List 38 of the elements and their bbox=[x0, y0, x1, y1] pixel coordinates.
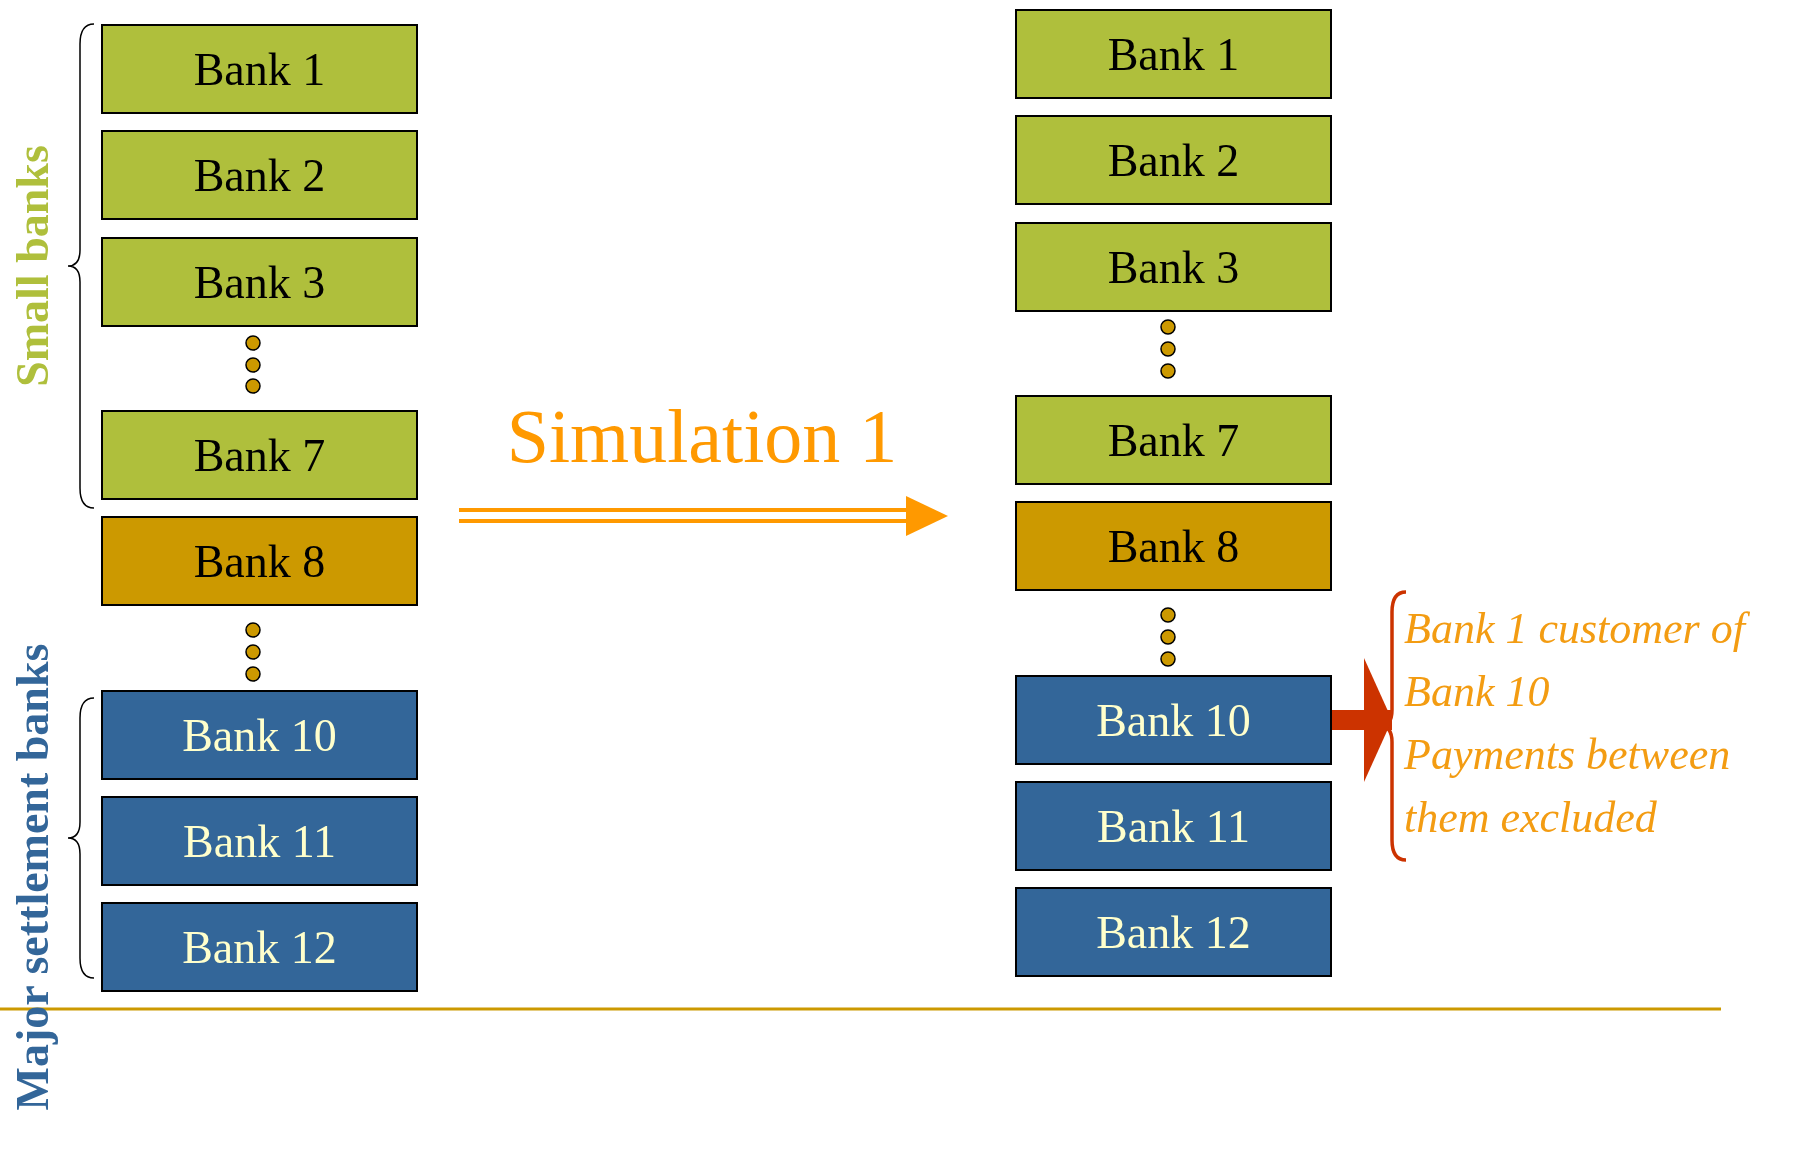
bank-name: Bank 2 bbox=[1107, 133, 1240, 187]
transition-label: Simulation 1 bbox=[506, 392, 898, 480]
bank-box bbox=[101, 410, 418, 500]
bank-box bbox=[1015, 222, 1332, 312]
bank-name: Bank 3 bbox=[1107, 240, 1240, 294]
bank-name: Bank 1 bbox=[1107, 27, 1240, 81]
bank-box bbox=[1015, 675, 1332, 765]
note-text: Bank 1 customer of Bank 10 bbox=[1404, 597, 1776, 723]
bank-name: Bank 10 bbox=[1096, 693, 1251, 747]
bank-name: Bank 8 bbox=[193, 534, 326, 588]
bank-name: Bank 3 bbox=[193, 255, 326, 309]
bank-box bbox=[101, 237, 418, 327]
arrow bbox=[1332, 658, 1392, 782]
bank-name: Bank 11 bbox=[183, 814, 336, 868]
bank-box bbox=[101, 130, 418, 220]
bank-box bbox=[1015, 115, 1332, 205]
bank-name: Bank 7 bbox=[193, 428, 326, 482]
bank-name: Bank 2 bbox=[193, 148, 326, 202]
bank-name: Bank 11 bbox=[1097, 799, 1250, 853]
bank-name: Bank 1 bbox=[193, 42, 326, 96]
bank-box bbox=[1015, 781, 1332, 871]
bank-box bbox=[101, 690, 418, 780]
bank-box bbox=[101, 24, 418, 114]
bank-box bbox=[101, 796, 418, 886]
bank-name: Bank 12 bbox=[182, 920, 337, 974]
bank-box bbox=[1015, 395, 1332, 485]
bank-name: Bank 12 bbox=[1096, 905, 1251, 959]
group-label: Major settlement banks bbox=[5, 643, 59, 1111]
bank-box bbox=[101, 902, 418, 992]
bank-box bbox=[1015, 501, 1332, 591]
bank-name: Bank 7 bbox=[1107, 413, 1240, 467]
bank-name: Bank 10 bbox=[182, 708, 337, 762]
bank-box bbox=[101, 516, 418, 606]
bank-box bbox=[1015, 9, 1332, 99]
bank-name: Bank 8 bbox=[1107, 519, 1240, 573]
group-label: Small banks bbox=[5, 145, 59, 387]
bank-box bbox=[1015, 887, 1332, 977]
note-text: Payments between them excluded bbox=[1404, 729, 1732, 844]
